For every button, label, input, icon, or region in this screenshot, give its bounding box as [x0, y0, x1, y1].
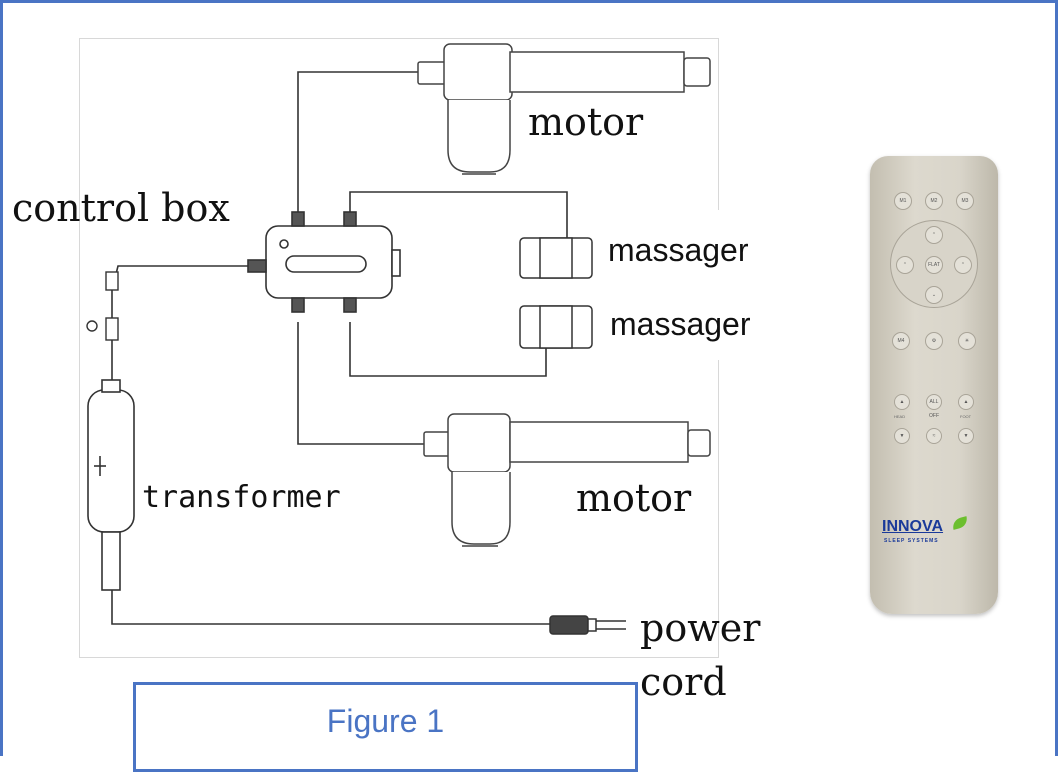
motor-bottom-label: motor — [576, 476, 692, 520]
massager-label-1: massager — [608, 232, 749, 268]
motor-top-label: motor — [528, 100, 644, 144]
triangle-up-icon: ▲ — [899, 399, 905, 405]
triangle-down-icon: ▼ — [899, 433, 905, 439]
motor-top-actuator — [417, 43, 711, 175]
figure-caption: Figure 1 — [326, 703, 445, 739]
remote-button-m1[interactable]: M1 — [894, 192, 912, 210]
remote-head-label: HEAD — [894, 414, 906, 419]
wiring-diagram — [86, 43, 711, 635]
remote-button-all-off[interactable]: ALL OFF — [926, 394, 942, 419]
inline-connector — [86, 271, 119, 341]
remote-button-m4[interactable]: M4 — [892, 332, 910, 350]
remote-foot-label: FOOT — [960, 414, 972, 419]
massager-bottom-cable — [349, 322, 547, 377]
power-label: power — [640, 606, 761, 650]
control-box-label: control box — [12, 186, 230, 230]
remote-button-down[interactable]: ⌄ — [925, 286, 943, 304]
top-motor-cable — [297, 71, 420, 218]
power-cable — [111, 590, 550, 625]
figure-caption-box: Figure 1 — [133, 682, 638, 772]
remote-button-head-up[interactable]: ⌃ — [925, 226, 943, 244]
remote-brand-logo: INNOVA — [882, 518, 944, 535]
remote-button-m2[interactable]: M2 — [925, 192, 943, 210]
remote-button-head-lower[interactable]: ▼ — [894, 428, 910, 444]
sun-icon: ✳ — [964, 338, 970, 344]
remote-button-head-left[interactable]: ⌃ — [896, 256, 914, 274]
remote-button-foot-raise[interactable]: ▲ — [958, 394, 974, 410]
transformer-unit — [87, 379, 135, 591]
massager-bottom-unit — [519, 305, 593, 349]
outer-frame — [0, 0, 1058, 756]
triangle-down-icon: ▼ — [963, 433, 969, 439]
control-box-unit — [247, 211, 401, 313]
remote-control: M1 M2 M3 ⌃ ⌃ FLAT ⌃ ⌄ M4 ⚙ ✳ ▲ ALL OFF ▲… — [870, 156, 998, 614]
wave-icon: ≈ — [932, 433, 936, 439]
remote-button-flat[interactable]: FLAT — [925, 256, 943, 274]
leaf-icon — [950, 516, 970, 530]
motor-bottom-actuator — [423, 413, 711, 547]
transformer-label: transformer — [142, 480, 341, 515]
bottom-motor-cable — [297, 322, 428, 445]
cord-label: cord — [640, 660, 727, 704]
massager-label-2: massager — [610, 306, 751, 342]
power-plug — [549, 615, 626, 635]
transformer-cable — [111, 265, 260, 380]
massager-top-cable — [349, 191, 568, 238]
massager-top-unit — [519, 237, 593, 279]
remote-button-gear[interactable]: ⚙ — [925, 332, 943, 350]
remote-button-m3[interactable]: M3 — [956, 192, 974, 210]
triangle-up-icon: ▲ — [963, 399, 969, 405]
remote-button-light[interactable]: ✳ — [958, 332, 976, 350]
gear-icon: ⚙ — [931, 338, 937, 344]
remote-button-foot-lower[interactable]: ▼ — [958, 428, 974, 444]
remote-brand-subtitle: SLEEP SYSTEMS — [884, 538, 939, 544]
remote-button-wave[interactable]: ≈ — [926, 428, 942, 444]
remote-button-head-raise[interactable]: ▲ — [894, 394, 910, 410]
remote-button-foot-right[interactable]: ⌃ — [954, 256, 972, 274]
